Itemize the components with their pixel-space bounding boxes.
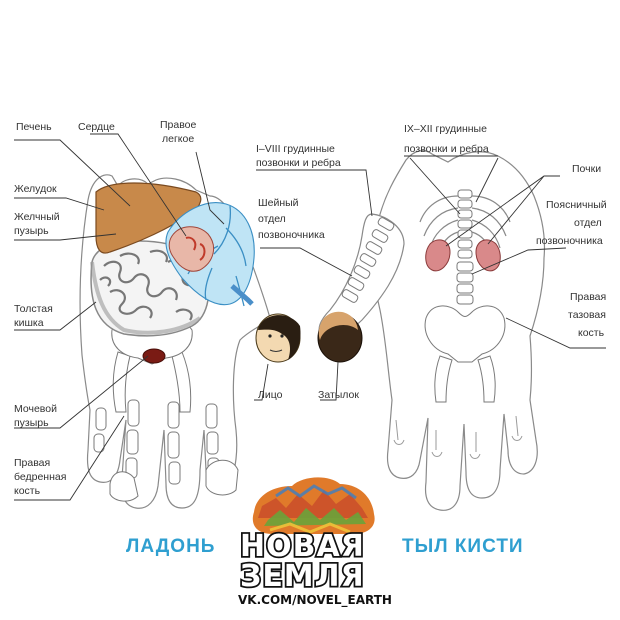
trachea-icon	[230, 284, 254, 306]
label-lumbar-line3: позвоночника	[536, 235, 603, 247]
palm-femur-left	[171, 351, 192, 413]
palm-foot-right	[205, 459, 239, 496]
label-cervical-line1: Шейный	[258, 197, 299, 209]
label-colon-line1: Толстая	[14, 303, 53, 315]
heart-icon	[168, 226, 215, 272]
palm-foot-left	[109, 471, 139, 502]
logo-line1: НОВАЯ	[240, 529, 365, 564]
back-femur-right	[434, 355, 453, 403]
label-pelvis-line3: кость	[578, 327, 605, 339]
label-femur-line3: кость	[14, 485, 41, 497]
leader-lines	[14, 133, 606, 501]
occiput-icon	[317, 311, 363, 363]
label-right-lung-line1: Правое	[160, 119, 197, 131]
label-bladder-line2: пузырь	[14, 417, 49, 429]
label-face: Лицо	[258, 389, 283, 401]
label-femur-line1: Правая	[14, 457, 50, 469]
label-liver: Печень	[16, 121, 52, 133]
label-stomach: Желудок	[14, 183, 57, 195]
caption-back: ТЫЛ КИСТИ	[402, 536, 524, 557]
label-heart: Сердце	[78, 121, 115, 133]
kidney-right-icon	[475, 239, 501, 272]
label-right-lung-line2: легкое	[162, 133, 194, 145]
logo-url: VK.COM/NOVEL_EARTH	[238, 593, 392, 608]
label-cervical-line2: отдел	[258, 213, 286, 225]
label-lumbar-line2: отдел	[574, 217, 602, 229]
label-pelvis-line1: Правая	[570, 291, 606, 303]
label-lumbar-line1: Поясничный	[546, 199, 607, 211]
palm-labels: Печень Сердце Правое легкое Желудок Желч…	[14, 119, 283, 497]
back-finger-lines	[393, 415, 523, 459]
label-thoracic-1-8-line1: I–VIII грудинные	[256, 143, 335, 155]
label-gallbladder-line1: Желчный	[14, 211, 60, 223]
back-femur-left	[477, 355, 496, 403]
kidney-left-icon	[425, 239, 451, 272]
logo-line2: ЗЕМЛЯ	[240, 559, 365, 594]
label-thoracic-1-8-line2: позвонки и ребра	[256, 157, 341, 169]
label-pelvis-line2: тазовая	[568, 309, 606, 321]
label-occiput: Затылок	[318, 389, 359, 401]
label-thoracic-9-12-line2: позвонки и ребра	[404, 143, 489, 155]
palm-finger-bones	[93, 399, 220, 485]
label-colon-line2: кишка	[14, 317, 44, 329]
bladder-icon	[142, 348, 166, 364]
back-hand	[317, 150, 546, 511]
face-icon	[255, 313, 301, 363]
label-thoracic-9-12-line1: IX–XII грудинные	[404, 123, 487, 135]
label-kidneys: Почки	[572, 163, 601, 175]
back-labels: I–VIII грудинные позвонки и ребра IX–XII…	[256, 123, 607, 401]
label-gallbladder-line2: пузырь	[14, 225, 49, 237]
spine-icon	[456, 189, 474, 305]
label-bladder-line1: Мочевой	[14, 403, 57, 415]
palm-femur-right	[112, 351, 131, 413]
back-pelvis	[424, 305, 506, 363]
brand-logo: НОВАЯ ЗЕМЛЯ VK.COM/NOVEL_EARTH	[238, 477, 392, 608]
label-femur-line2: бедренная	[14, 471, 66, 483]
palm-hand	[79, 174, 301, 509]
cervical-spine-icon	[341, 217, 395, 303]
caption-palm: ЛАДОНЬ	[126, 536, 215, 557]
label-cervical-line3: позвоночника	[258, 229, 325, 241]
